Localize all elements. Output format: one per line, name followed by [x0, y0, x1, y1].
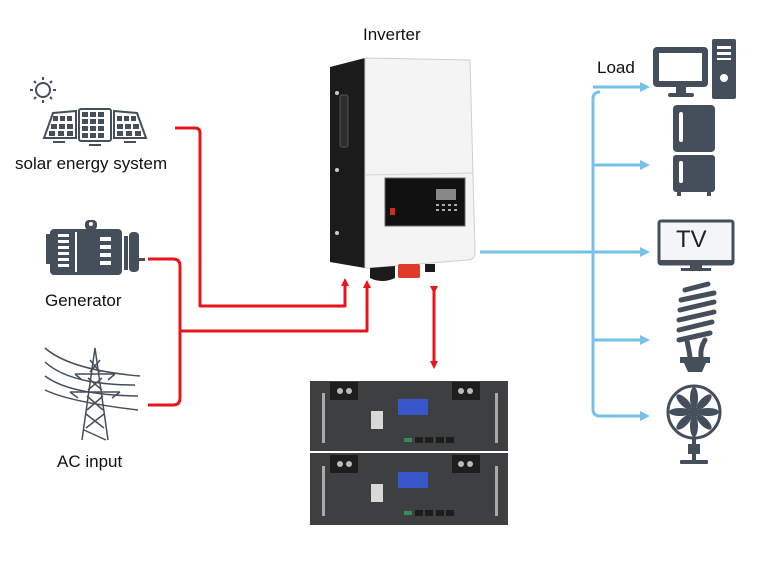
tv-icon — [657, 219, 735, 271]
inverter-title: Inverter — [363, 25, 421, 44]
light-bulb-icon — [676, 281, 717, 372]
battery-module — [310, 453, 508, 525]
solar-label: solar energy system — [15, 154, 168, 173]
power-tower-icon — [44, 347, 141, 441]
sun-icon — [30, 77, 56, 103]
solar-panel-icon — [30, 77, 148, 146]
refrigerator-icon — [673, 105, 715, 196]
generator-label: Generator — [45, 291, 122, 310]
ac-input-label: AC input — [57, 452, 123, 471]
computer-icon — [653, 39, 736, 99]
tv-text: TV — [676, 226, 707, 253]
solar-to-inverter-line — [175, 126, 349, 308]
battery-module — [310, 381, 508, 451]
fan-icon — [666, 384, 722, 464]
generator-line — [148, 257, 182, 407]
input-lines — [148, 126, 438, 407]
generator-to-inverter-line — [180, 280, 371, 333]
battery-rack-icon — [310, 381, 508, 525]
output-lines — [480, 82, 650, 421]
load-label: Load — [597, 58, 635, 77]
inverter-device — [330, 57, 476, 281]
load-bus-line — [591, 90, 601, 418]
generator-icon — [46, 220, 145, 275]
